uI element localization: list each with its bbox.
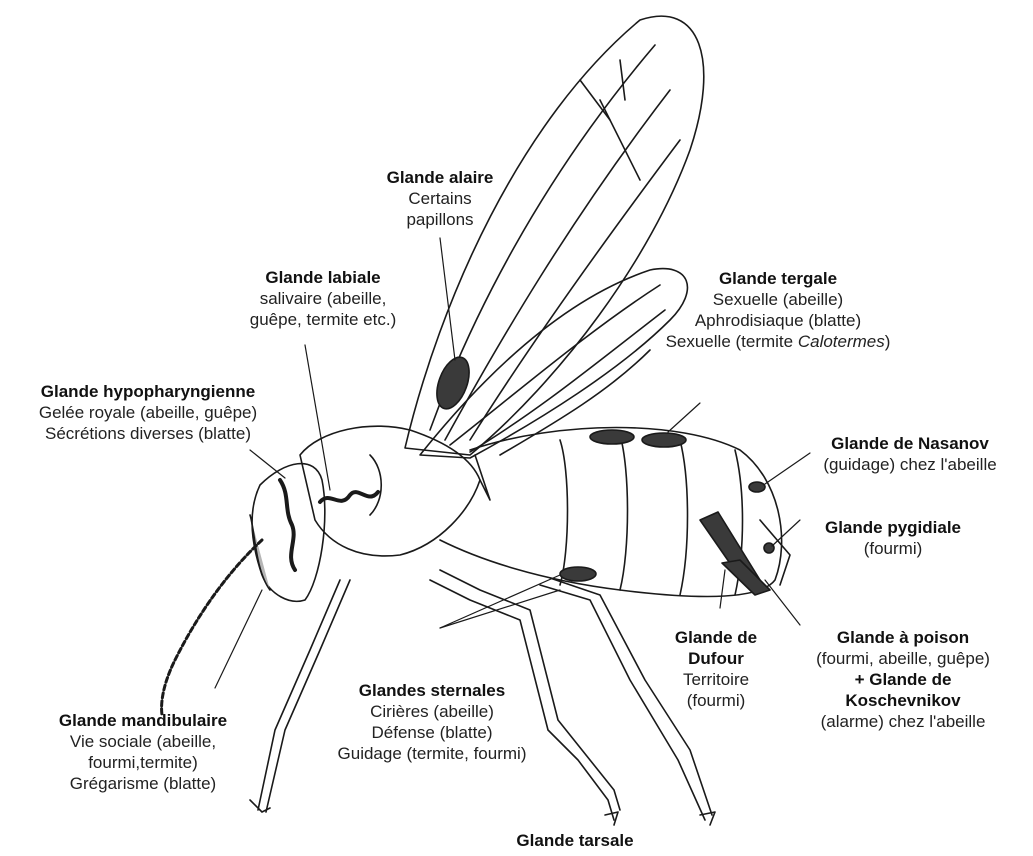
wing-gland xyxy=(431,353,476,413)
label-glandes-sternales: Glandes sternales Cirières (abeille) Déf… xyxy=(338,680,527,764)
nasanov-gland xyxy=(749,482,765,492)
pygidial-gland xyxy=(764,543,774,553)
label-glande-tergale: Glande tergale Sexuelle (abeille) Aphrod… xyxy=(666,268,891,352)
label-glande-labiale: Glande labiale salivaire (abeille, guêpe… xyxy=(250,267,396,330)
hypopharyngeal-gland xyxy=(280,480,295,570)
label-glande-mandibulaire: Glande mandibulaire Vie sociale (abeille… xyxy=(59,710,227,794)
label-glande-hypopharyngienne: Glande hypopharyngienne Gelée royale (ab… xyxy=(39,381,257,444)
label-glande-nasanov: Glande de Nasanov (guidage) chez l'abeil… xyxy=(823,433,996,475)
label-glande-dufour: Glande de Dufour Territoire (fourmi) xyxy=(675,627,757,711)
label-glande-tarsale: Glande tarsale xyxy=(516,830,633,851)
tergal-gland-2 xyxy=(642,433,686,447)
sternal-gland xyxy=(560,567,596,581)
label-glande-pygidiale: Glande pygidiale (fourmi) xyxy=(825,517,961,559)
tergal-gland-1 xyxy=(590,430,634,444)
label-glande-poison: Glande à poison (fourmi, abeille, guêpe)… xyxy=(816,627,990,732)
thorax xyxy=(300,426,490,556)
labial-gland xyxy=(320,492,378,502)
head xyxy=(250,464,325,602)
label-glande-alaire: Glande alaire Certains papillons xyxy=(387,167,494,230)
poison-gland xyxy=(722,560,770,595)
antenna xyxy=(162,540,262,715)
